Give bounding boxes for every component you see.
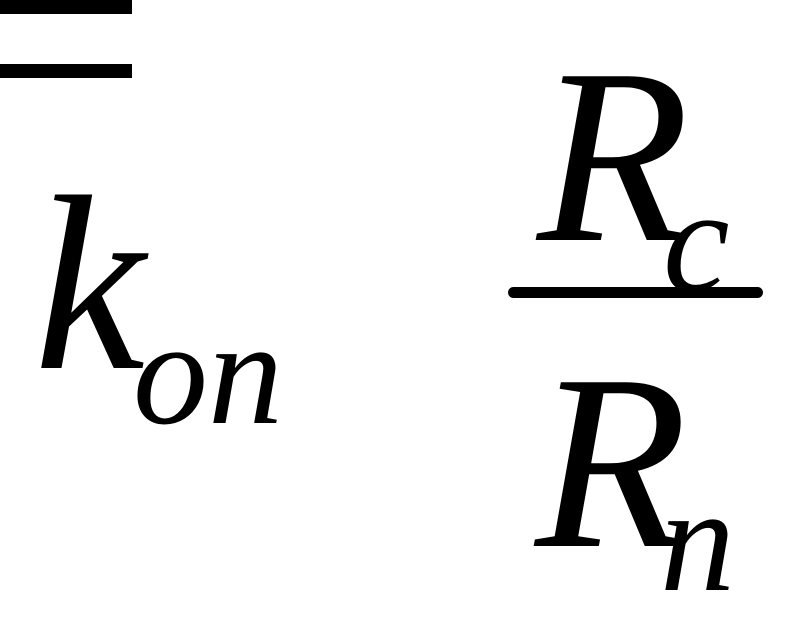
fraction-bar [508,287,763,298]
equals-sign [0,0,132,82]
denominator-subscript: n [660,457,735,623]
equals-bar-bottom [0,64,132,78]
equals-bar-top [0,0,132,14]
lhs-subscript: on [133,290,283,456]
lhs-variable: k [34,146,145,423]
denominator-variable: R [535,324,688,601]
numerator-variable: R [537,18,690,295]
